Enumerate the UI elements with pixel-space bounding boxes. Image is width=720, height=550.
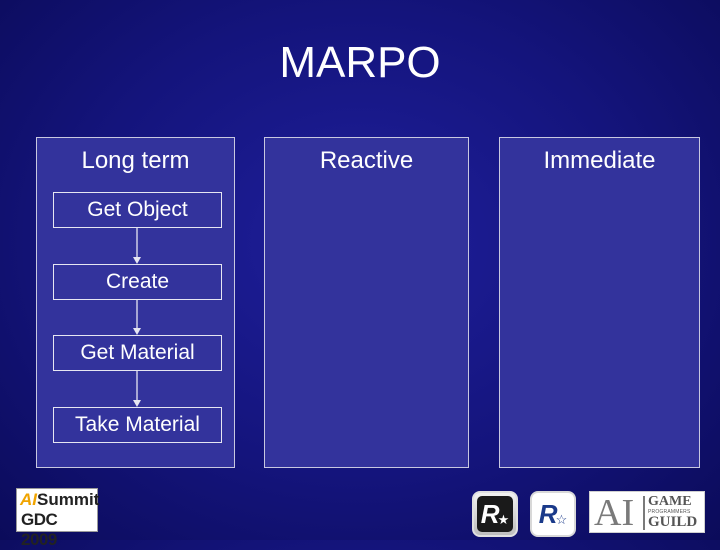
flow-arrowhead [133, 400, 141, 407]
ai-summit-ai-text: AI [20, 490, 37, 509]
ai-guild-divider [643, 496, 645, 530]
star-outline-icon: ☆ [555, 512, 568, 527]
flow-arrowhead [133, 328, 141, 335]
column-reactive: Reactive [264, 137, 469, 468]
step-get-material: Get Material [53, 335, 222, 371]
step-create: Create [53, 264, 222, 300]
ai-summit-summit-text: Summit [37, 490, 100, 509]
ai-guild-guild-text: GUILD [648, 514, 698, 530]
ai-summit-gdc-logo: AISummit GDC 2009 [16, 488, 100, 549]
ai-guild-programmers-text: PROGRAMMERS [648, 509, 691, 515]
ai-game-programmers-guild-logo: AI GAME PROGRAMMERS GUILD [589, 491, 705, 533]
rockstar-r-glyph: R [480, 499, 500, 529]
slide-title: MARPO [279, 38, 441, 87]
ai-summit-gdc-text: GDC 2009 [21, 510, 58, 549]
step-take-material: Take Material [53, 407, 222, 443]
flow-arrowhead [133, 257, 141, 264]
column-label-reactive: Reactive [319, 147, 414, 174]
ai-guild-game-text: GAME [648, 494, 692, 509]
step-get-object: Get Object [53, 192, 222, 228]
star-icon: ★ [497, 512, 510, 527]
column-label-long-term: Long term [81, 147, 190, 174]
rockstar-logo-light: R ☆ [530, 491, 576, 537]
column-immediate: Immediate [499, 137, 700, 468]
rockstar-logo-dark: R ★ [472, 491, 518, 537]
rockstar-r-glyph: R [538, 499, 558, 529]
ai-guild-ai-text: AI [594, 492, 635, 534]
column-label-immediate: Immediate [543, 147, 656, 174]
